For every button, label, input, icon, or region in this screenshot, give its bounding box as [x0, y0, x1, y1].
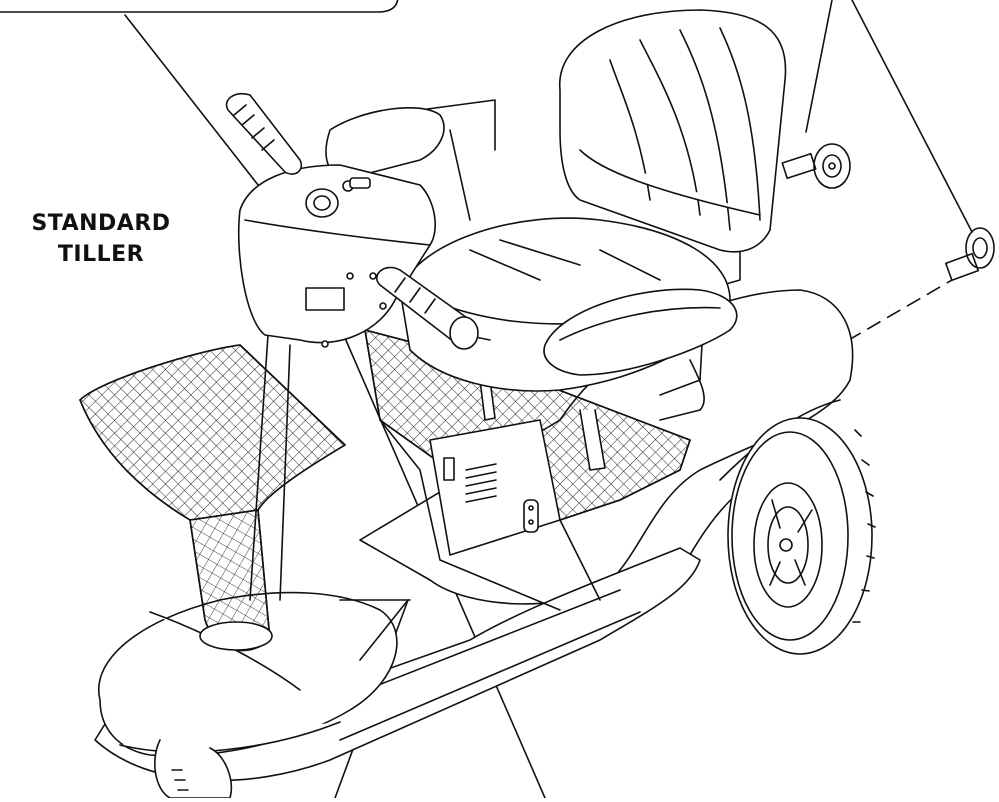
battery-box: [430, 420, 560, 555]
standard-tiller-label: STANDARD TILLER: [6, 208, 196, 270]
leader-line-wheel-clip: [852, 0, 972, 232]
rear-wheel: [728, 418, 872, 654]
seat-post: [480, 380, 605, 470]
tiller-head: [239, 165, 435, 347]
anti-tip-wheel-2: [946, 228, 994, 280]
right-grip: [377, 268, 478, 349]
leader-line-rear-wheel: [806, 0, 832, 132]
left-grip: [227, 94, 302, 174]
front-basket: [80, 345, 345, 650]
tiller-display: [306, 288, 344, 310]
callout-box-fragment: [0, 0, 398, 12]
anti-tip-wheel-1: [782, 144, 850, 188]
leader-line-tiller: [125, 15, 262, 190]
seat-back: [560, 10, 786, 252]
right-armrest: [544, 289, 737, 375]
standard-tiller-label-line2: TILLER: [57, 242, 145, 267]
standard-tiller-label-line1: STANDARD: [31, 211, 171, 236]
